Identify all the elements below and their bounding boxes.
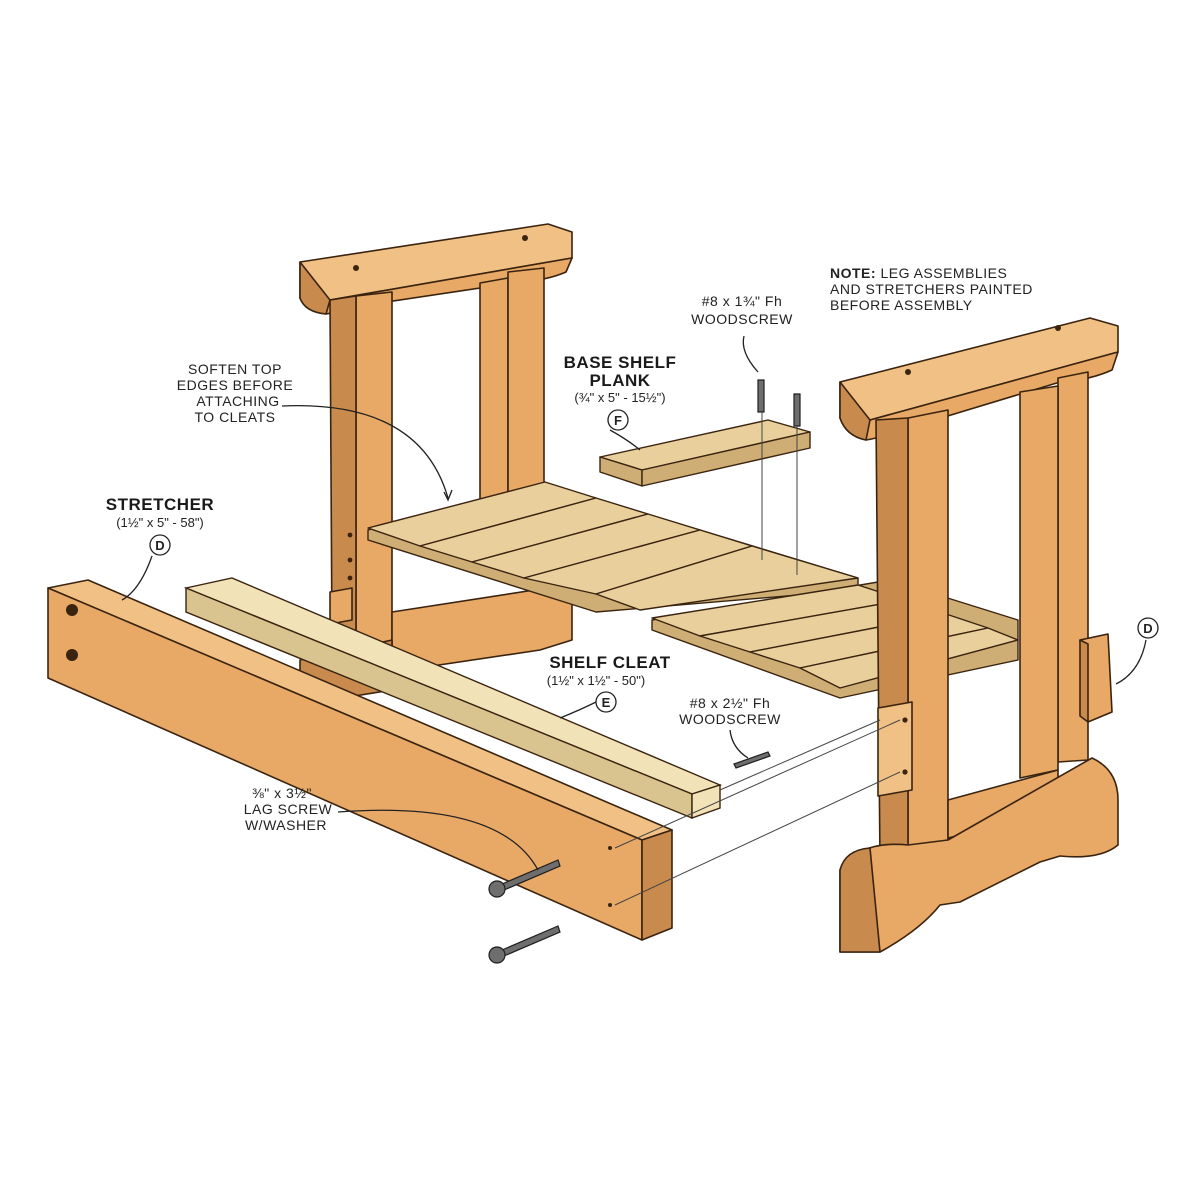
lag-screw-leader [337, 809, 539, 871]
stretcher-ref-circle [149, 534, 171, 556]
stretcher-right-ref: D [1143, 621, 1152, 636]
left-leg-assembly [299, 223, 573, 701]
shelf-cleat-leader [559, 701, 597, 719]
soften-line4: TO CLEATS [194, 409, 275, 425]
base-shelf-ref-circle [607, 409, 629, 431]
shelf-cleat-title: SHELF CLEAT [549, 653, 670, 672]
woodscrew-top-line1: #8 x 1¾" Fh [702, 293, 783, 309]
soften-line3: ATTACHING [196, 393, 279, 409]
note-line2: AND STRETCHERS PAINTED [830, 281, 1033, 297]
soften-leader [281, 405, 449, 499]
woodscrew-top-line2: WOODSCREW [691, 311, 793, 327]
base-shelf-dims: (¾" x 5" - 15½") [574, 390, 665, 405]
soften-line2: EDGES BEFORE [177, 377, 293, 393]
lag-screw-line2: LAG SCREW [244, 801, 333, 817]
lag-screw-upper [488, 859, 561, 898]
woodscrew-mid-leader [729, 729, 749, 759]
lag-screw-line1: ⅜" x 3½" [252, 785, 312, 801]
stretcher-dims: (1½" x 5" - 58") [116, 515, 204, 530]
shelf-left-section [367, 481, 859, 613]
note-line3: BEFORE ASSEMBLY [830, 297, 973, 313]
base-shelf-title1: BASE SHELF [564, 353, 677, 372]
shelf-cleat-part [183, 577, 723, 820]
soften-line1: SOFTEN TOP [188, 361, 282, 377]
woodscrew-top-hardware [757, 379, 801, 427]
shelf-cleat-dims: (1½" x 1½" - 50") [547, 673, 645, 688]
lag-screw-lower [488, 925, 561, 964]
stretcher-right-ref-circle [1137, 617, 1159, 639]
base-shelf-leader [609, 429, 641, 451]
lag-screw-line3: W/WASHER [245, 817, 327, 833]
base-shelf-title2: PLANK [589, 371, 650, 390]
stretcher-title: STRETCHER [106, 495, 214, 514]
shelf-cleat-ref-circle [595, 691, 617, 713]
base-shelf-plank-part [599, 419, 811, 487]
stretcher-ref: D [155, 538, 164, 553]
stretcher-end-right [1079, 633, 1113, 723]
stretcher-leader [121, 555, 153, 601]
stretcher-right-leader [1115, 639, 1147, 685]
woodscrew-mid-line2: WOODSCREW [679, 711, 781, 727]
soften-arrowhead [443, 489, 453, 502]
woodscrew-top-leader [742, 335, 759, 373]
note-text: NOTE: LEG ASSEMBLIES [830, 265, 1007, 281]
right-leg-assembly [839, 317, 1119, 953]
base-shelf-ref: F [614, 413, 622, 428]
woodscrew-mid-hardware [733, 751, 771, 769]
assembly-lines [614, 412, 901, 906]
woodscrew-mid-line1: #8 x 2½" Fh [690, 695, 771, 711]
shelf-cleat-ref: E [602, 695, 611, 710]
